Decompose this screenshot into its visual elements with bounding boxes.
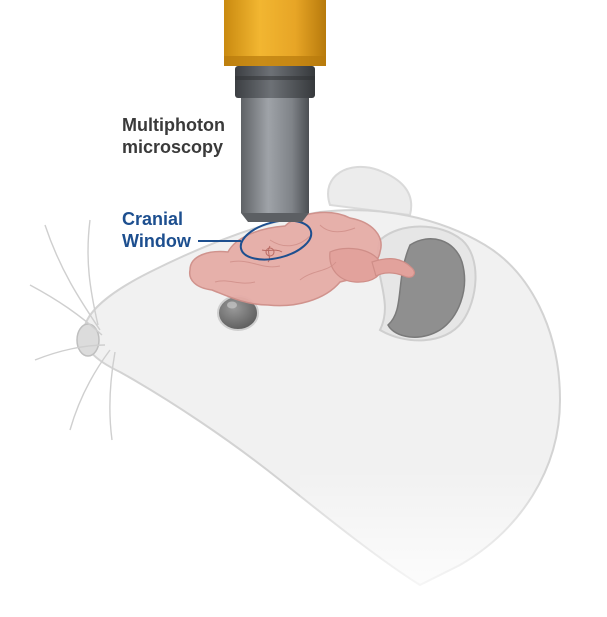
- microscopy-label: Multiphoton microscopy: [122, 114, 225, 158]
- brain-icon: [188, 211, 416, 307]
- mouse-head-icon: [29, 165, 600, 617]
- cranial-window-label-line1: Cranial: [122, 209, 184, 229]
- objective-tip: [241, 213, 309, 222]
- cranial-window-label-line2: Window: [122, 231, 191, 251]
- microscope-objective-icon: [224, 0, 326, 222]
- microscopy-label-line2: microscopy: [122, 137, 224, 157]
- cranial-window-label: Cranial Window: [122, 208, 191, 252]
- brain-stem: [371, 258, 416, 278]
- cranial-window-outline: [239, 219, 313, 261]
- objective-gold-barrel: [224, 0, 326, 66]
- mouse-nose: [76, 323, 100, 357]
- whiskers: [29, 219, 116, 441]
- objective-collar: [235, 66, 315, 98]
- brain-cerebellum: [329, 247, 382, 283]
- objective-steel-body: [241, 98, 309, 213]
- microscopy-label-line1: Multiphoton: [122, 115, 225, 135]
- mouse-back-ear: [327, 165, 413, 217]
